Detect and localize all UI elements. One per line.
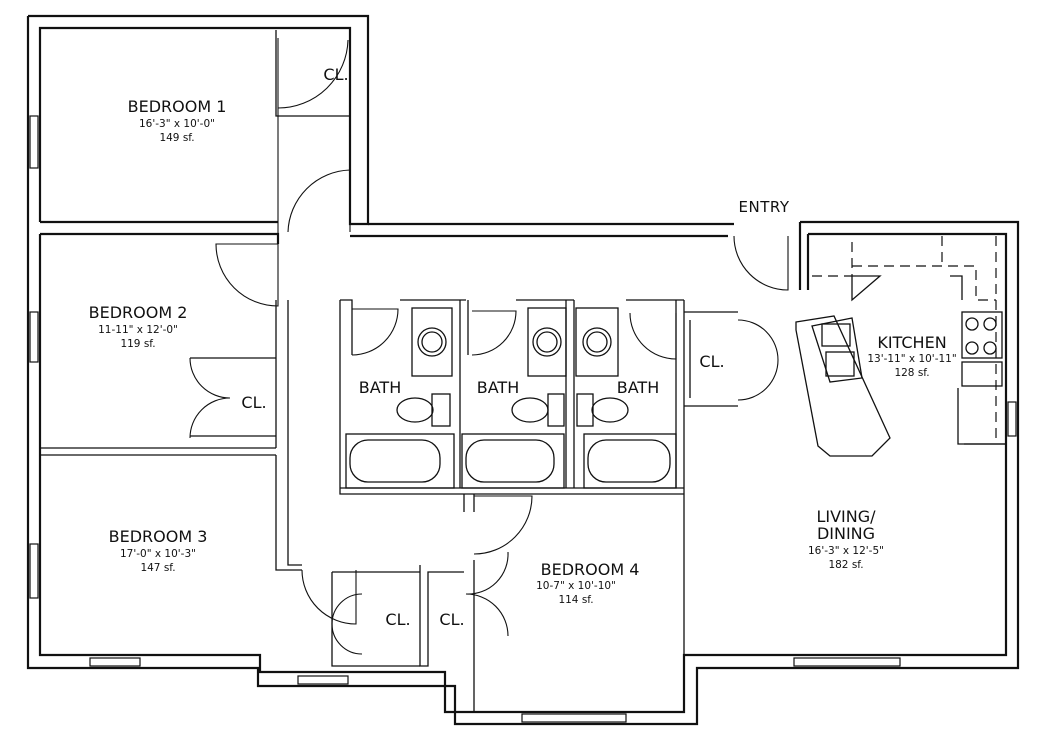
- bath-label-3: BATH: [617, 378, 659, 397]
- bath-label-2: BATH: [477, 378, 519, 397]
- bath-label-1: BATH: [359, 378, 401, 397]
- closet-label-bedroom2: CL.: [241, 393, 266, 412]
- kitchen-area: 128 sf.: [894, 367, 929, 379]
- closet-label-bedroom3: CL.: [385, 610, 410, 629]
- bedroom1-size: 16'-3" x 10'-0": [139, 118, 215, 130]
- living-name-line2: DINING: [817, 524, 875, 543]
- kitchen-size: 13'-11" x 10'-11": [867, 353, 956, 365]
- bedroom4-name: BEDROOM 4: [541, 560, 640, 579]
- bedroom3-area: 147 sf.: [140, 562, 175, 574]
- living-area: 182 sf.: [828, 559, 863, 571]
- kitchen-name: KITCHEN: [877, 333, 946, 352]
- bedroom2-area: 119 sf.: [120, 338, 155, 350]
- bedroom4-size: 10-7" x 10'-10": [536, 580, 616, 592]
- living-name-line1: LIVING/: [816, 507, 876, 526]
- bedroom3-name: BEDROOM 3: [109, 527, 208, 546]
- closet-label-living: CL.: [699, 352, 724, 371]
- entry-label: ENTRY: [739, 198, 790, 216]
- bedroom3-size: 17'-0" x 10'-3": [120, 548, 196, 560]
- bedroom4-area: 114 sf.: [558, 594, 593, 606]
- bedroom1-area: 149 sf.: [159, 132, 194, 144]
- living-size: 16'-3" x 12'-5": [808, 545, 884, 557]
- door-swings: [189, 38, 789, 655]
- kitchen-fixtures: [795, 236, 1003, 457]
- windows: [29, 115, 1017, 723]
- bedroom2-name: BEDROOM 2: [89, 303, 188, 322]
- bath-fixtures: [345, 307, 677, 489]
- bedroom1-name: BEDROOM 1: [128, 97, 227, 116]
- bedroom2-size: 11-11" x 12'-0": [98, 324, 178, 336]
- room-labels: ENTRY BEDROOM 1 16'-3" x 10'-0" 149 sf. …: [89, 65, 957, 629]
- closet-label-bedroom1: CL.: [323, 65, 348, 84]
- closet-label-bedroom4: CL.: [439, 610, 464, 629]
